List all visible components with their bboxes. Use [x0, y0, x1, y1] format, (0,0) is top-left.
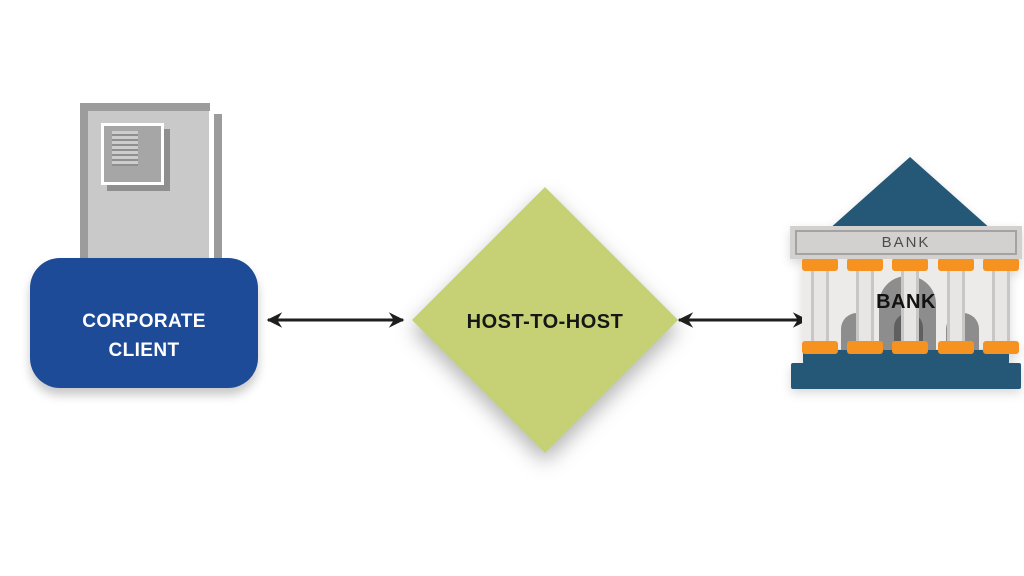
- bank-step-lower: [791, 363, 1021, 389]
- corporate-client-label-line2: CLIENT: [108, 340, 180, 361]
- bank-roof: [828, 157, 992, 230]
- bank-building-label: BANK: [876, 291, 936, 313]
- bank-column-base: [802, 341, 838, 354]
- server-left-edge: [80, 103, 88, 258]
- corporate-client-node: CORPORATE CLIENT: [30, 258, 258, 388]
- bank-column-capital: [892, 258, 928, 271]
- bank-column-shaft: [947, 268, 965, 348]
- host-to-host-node: HOST-TO-HOST: [412, 187, 678, 453]
- bank-column-base: [938, 341, 974, 354]
- bank-column-shaft: [901, 268, 919, 348]
- bank-banner: BANK: [790, 226, 1022, 259]
- bank-column-capital: [983, 258, 1019, 271]
- bank-banner-label: BANK: [881, 234, 931, 251]
- bank-column-capital: [802, 258, 838, 271]
- bank-column-capital: [938, 258, 974, 271]
- server-vent-icon: [112, 131, 138, 166]
- bank-column-shaft: [992, 268, 1010, 348]
- bank-column-base: [983, 341, 1019, 354]
- bank-column-base: [847, 341, 883, 354]
- bank-column-shaft: [811, 268, 829, 348]
- bank-column-shaft: [856, 268, 874, 348]
- server-top-edge: [80, 103, 210, 111]
- corporate-client-label-line1: CORPORATE: [82, 311, 206, 332]
- server-side-strip: [214, 114, 222, 258]
- bank-column-base: [892, 341, 928, 354]
- bank-icon: BANK BANK: [788, 155, 1024, 391]
- bank-column-capital: [847, 258, 883, 271]
- host-to-host-label: HOST-TO-HOST: [466, 311, 624, 333]
- bank-banner-frame: [795, 230, 1017, 255]
